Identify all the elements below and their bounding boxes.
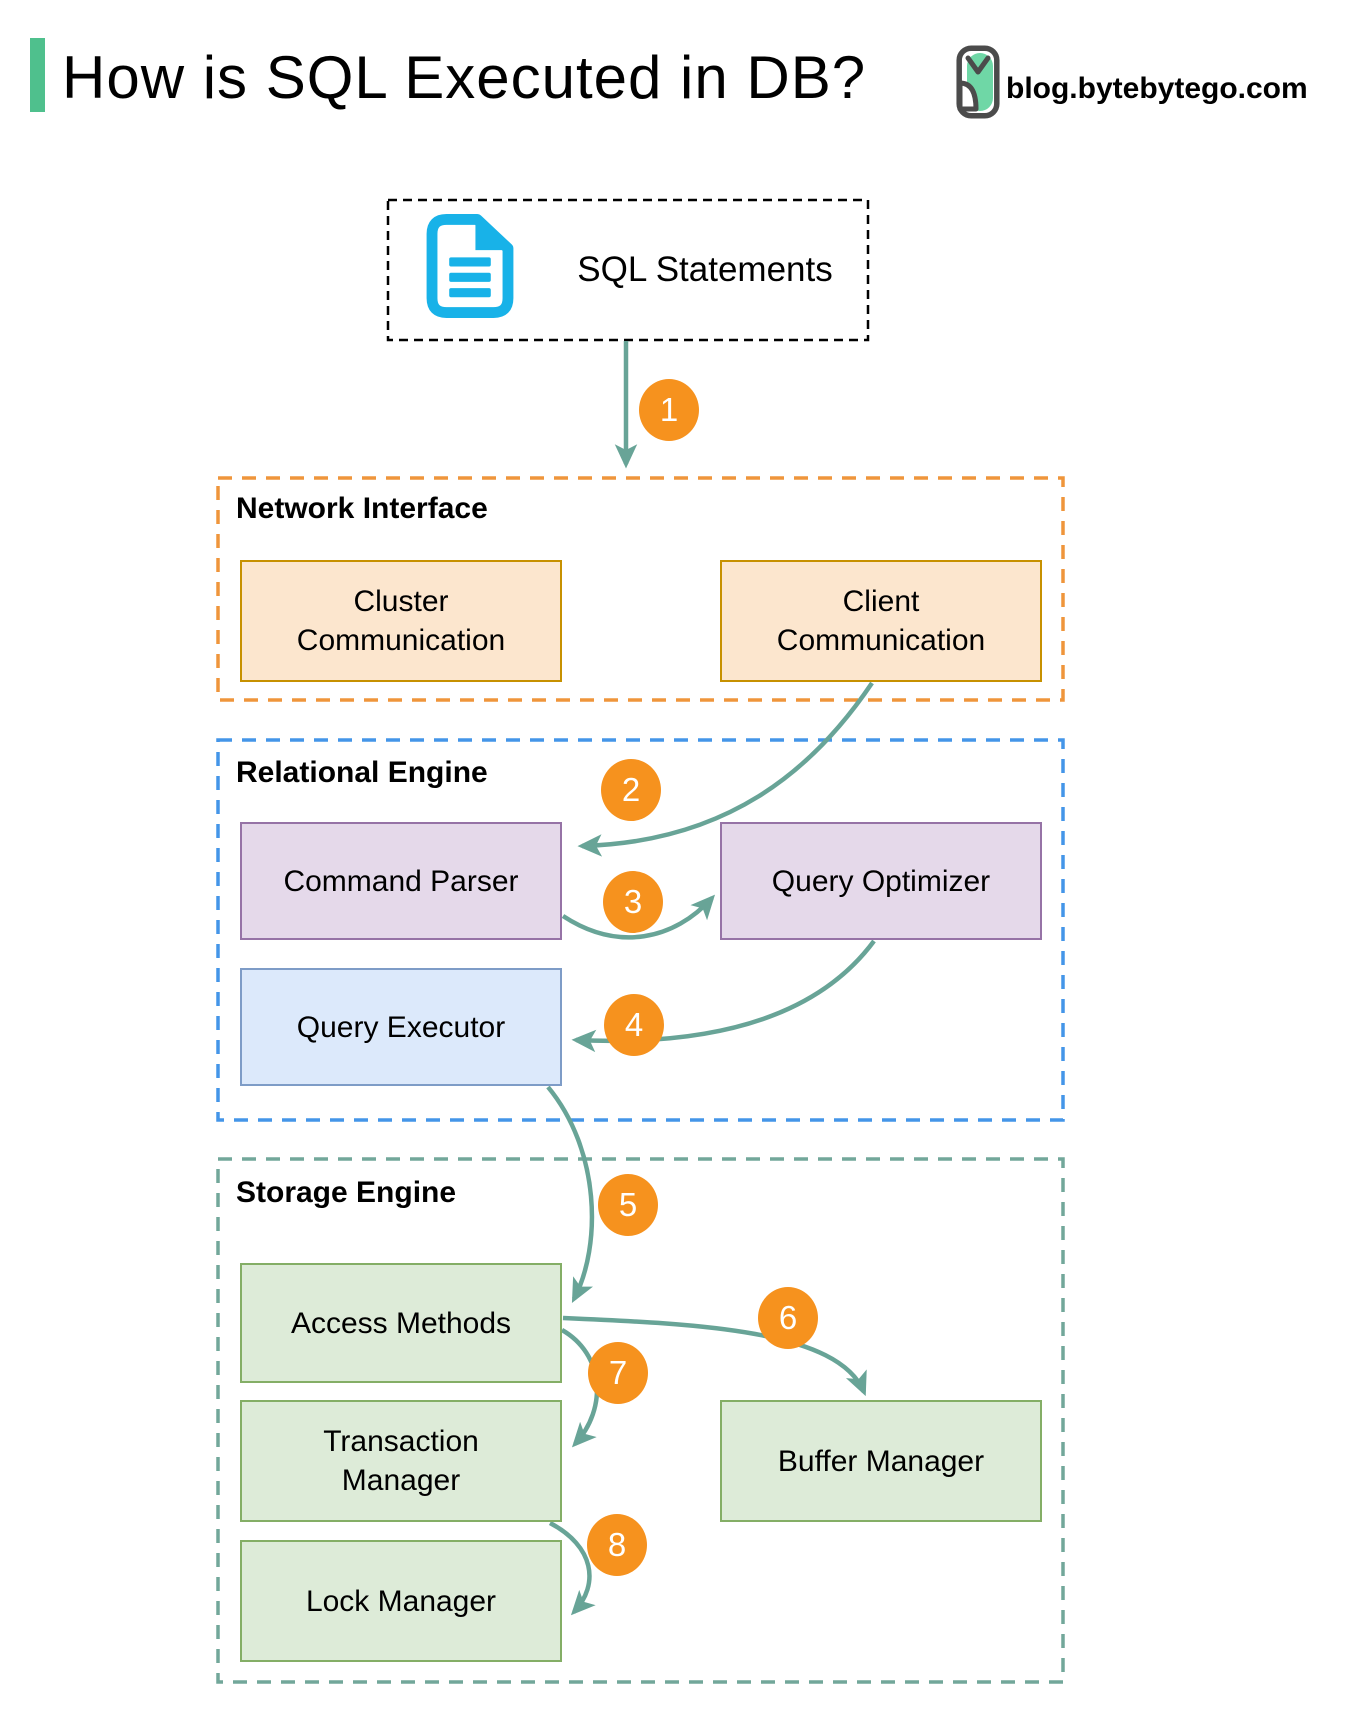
step-1-badge: 1 (639, 379, 699, 441)
site-url: blog.bytebytego.com (1006, 72, 1308, 105)
step-8-badge: 8 (587, 1514, 647, 1576)
access-methods-box: Access Methods (240, 1263, 562, 1383)
step-2-badge: 2 (601, 759, 661, 821)
bytebytego-logo-icon (956, 45, 1000, 119)
cluster-communication-box: Cluster Communication (240, 560, 562, 682)
step-6-badge: 6 (758, 1287, 818, 1349)
document-icon (426, 214, 514, 318)
title-accent-bar (30, 38, 45, 112)
page-title: How is SQL Executed in DB? (62, 44, 867, 111)
storage-engine-label: Storage Engine (236, 1176, 457, 1209)
transaction-manager-box: Transaction Manager (240, 1400, 562, 1522)
query-optimizer-box: Query Optimizer (720, 822, 1042, 940)
step-7-badge: 7 (588, 1342, 648, 1404)
network-interface-label: Network Interface (236, 492, 488, 525)
step-4-badge: 4 (604, 994, 664, 1056)
query-executor-box: Query Executor (240, 968, 562, 1086)
buffer-manager-box: Buffer Manager (720, 1400, 1042, 1522)
client-communication-box: Client Communication (720, 560, 1042, 682)
sql-statements-label: SQL Statements (577, 250, 833, 289)
step-5-badge: 5 (598, 1174, 658, 1236)
lock-manager-box: Lock Manager (240, 1540, 562, 1662)
relational-engine-label: Relational Engine (236, 756, 488, 789)
step-3-badge: 3 (603, 871, 663, 933)
command-parser-box: Command Parser (240, 822, 562, 940)
